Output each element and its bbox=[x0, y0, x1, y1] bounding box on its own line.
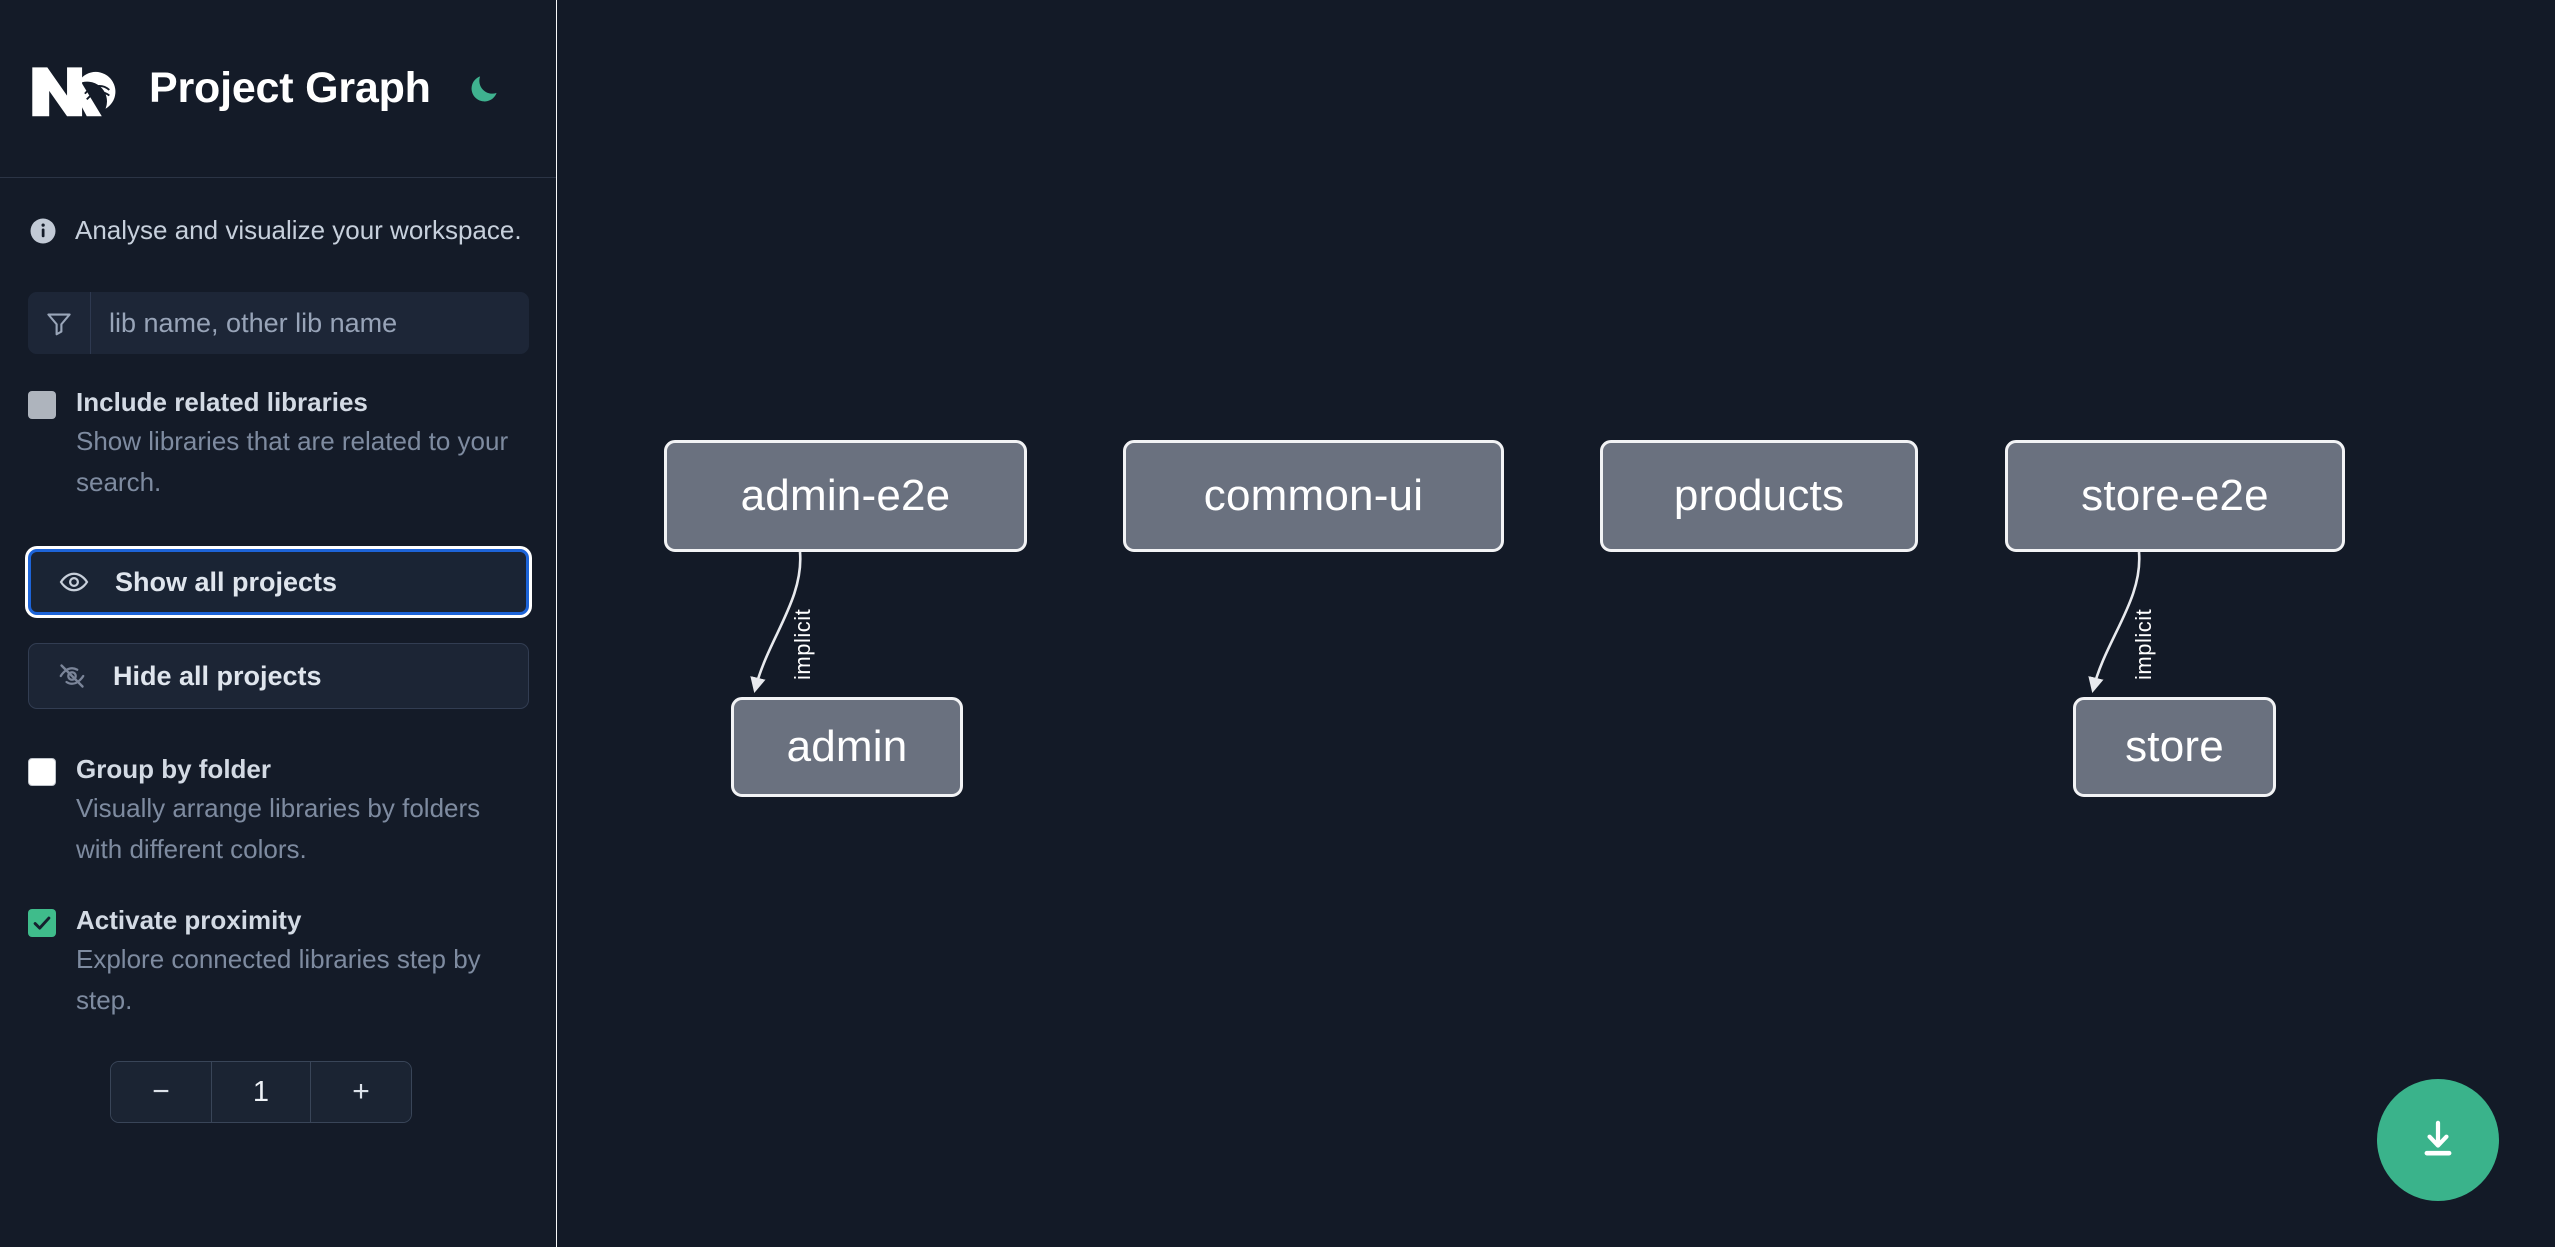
hide-all-projects-button[interactable]: Hide all projects bbox=[28, 643, 529, 709]
graph-node-store-e2e[interactable]: store-e2e bbox=[2005, 440, 2345, 552]
visibility-button-group: Show all projects Hide all projects bbox=[0, 549, 557, 709]
download-icon bbox=[2415, 1116, 2461, 1165]
graph-edge-label-admin-e2e-to-admin: implicit bbox=[790, 608, 815, 680]
proximity-increment-button[interactable]: + bbox=[311, 1062, 411, 1122]
option-include-related-libraries[interactable]: Include related libraries Show libraries… bbox=[0, 386, 557, 503]
proximity-decrement-button[interactable]: − bbox=[111, 1062, 211, 1122]
graph-node-label: admin bbox=[786, 722, 908, 771]
check-icon bbox=[33, 916, 51, 930]
show-all-projects-button[interactable]: Show all projects bbox=[28, 549, 529, 615]
option-title: Activate proximity bbox=[76, 905, 302, 935]
option-description: Show libraries that are related to your … bbox=[76, 426, 509, 497]
proximity-value: 1 bbox=[211, 1062, 311, 1122]
eye-slash-icon bbox=[55, 659, 89, 693]
proximity-stepper: − 1 + bbox=[110, 1061, 412, 1123]
show-all-projects-label: Show all projects bbox=[115, 566, 338, 597]
graph-node-label: products bbox=[1673, 471, 1845, 520]
page-title: Project Graph bbox=[149, 64, 431, 112]
option-activate-proximity[interactable]: Activate proximity Explore connected lib… bbox=[0, 904, 557, 1021]
info-circle-icon bbox=[28, 216, 58, 246]
nx-logo bbox=[28, 58, 123, 120]
graph-canvas[interactable]: admin-e2e common-ui products store-e2e a… bbox=[557, 0, 2555, 1247]
graph-edge-layer bbox=[750, 551, 2141, 694]
option-description: Visually arrange libraries by folders wi… bbox=[76, 793, 481, 864]
workspace-info: Analyse and visualize your workspace. bbox=[0, 178, 557, 246]
option-description: Explore connected libraries step by step… bbox=[76, 944, 481, 1015]
include-related-libraries-checkbox[interactable] bbox=[28, 391, 56, 419]
graph-node-products[interactable]: products bbox=[1600, 440, 1918, 552]
graph-node-label: store-e2e bbox=[2081, 471, 2269, 520]
option-title: Include related libraries bbox=[76, 387, 368, 417]
sidebar: Project Graph Analyse and visualize your… bbox=[0, 0, 557, 1247]
graph-edge-label-store-e2e-to-store: implicit bbox=[2131, 608, 2156, 680]
download-graph-button[interactable] bbox=[2377, 1079, 2499, 1201]
filter-funnel-icon bbox=[28, 292, 91, 354]
graph-node-label: common-ui bbox=[1203, 471, 1424, 520]
hide-all-projects-label: Hide all projects bbox=[113, 660, 322, 691]
search-input[interactable] bbox=[91, 292, 529, 354]
option-group-by-folder[interactable]: Group by folder Visually arrange librari… bbox=[0, 753, 557, 870]
graph-node-admin-e2e[interactable]: admin-e2e bbox=[664, 440, 1027, 552]
group-by-folder-checkbox[interactable] bbox=[28, 758, 56, 786]
graph-node-admin[interactable]: admin bbox=[731, 697, 963, 797]
graph-node-common-ui[interactable]: common-ui bbox=[1123, 440, 1504, 552]
eye-icon bbox=[57, 565, 91, 599]
graph-node-store[interactable]: store bbox=[2073, 697, 2276, 797]
workspace-info-text: Analyse and visualize your workspace. bbox=[75, 215, 522, 245]
option-title: Group by folder bbox=[76, 754, 271, 784]
graph-node-label: store bbox=[2125, 722, 2224, 771]
search-field[interactable] bbox=[28, 292, 529, 354]
graph-node-label: admin-e2e bbox=[740, 471, 951, 520]
moon-icon[interactable] bbox=[459, 64, 509, 114]
activate-proximity-checkbox[interactable] bbox=[28, 909, 56, 937]
sidebar-header: Project Graph bbox=[0, 0, 557, 178]
proximity-stepper-row: − 1 + bbox=[0, 1061, 557, 1123]
